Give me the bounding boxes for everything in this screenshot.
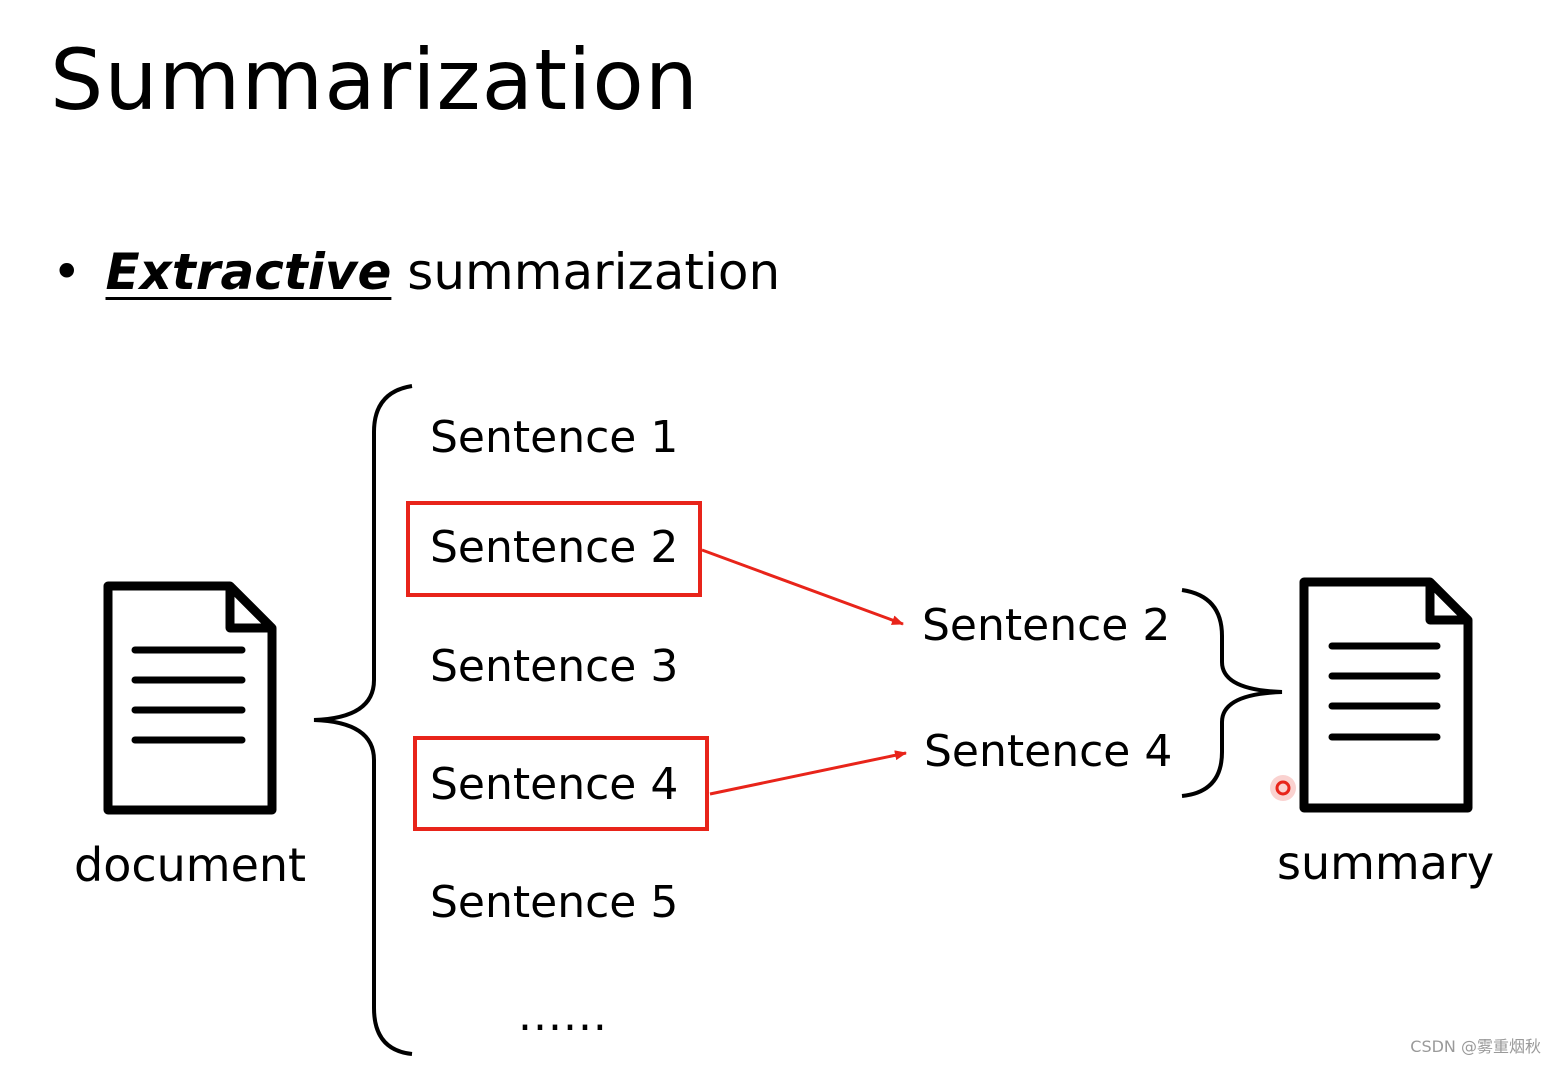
document-label: document (74, 838, 307, 892)
document-ellipsis: ...... (518, 990, 608, 1041)
document-sentence-2: Sentence 2 (430, 522, 679, 573)
document-icon (103, 581, 277, 815)
summary-label: summary (1277, 836, 1495, 890)
bullet-emphasis: Extractive (105, 243, 392, 301)
bullet-marker: • (52, 243, 82, 301)
arrow-sentence-4 (709, 750, 907, 796)
page-title: Summarization (50, 31, 700, 129)
summary-brace (1181, 588, 1283, 798)
bullet-text: summarization (407, 243, 781, 301)
arrow-sentence-2 (701, 548, 904, 626)
pointer-dot-icon (1270, 775, 1296, 801)
document-brace (313, 384, 413, 1056)
summary-sentence-2: Sentence 2 (922, 600, 1171, 651)
document-sentence-4: Sentence 4 (430, 759, 679, 810)
summary-sentence-4: Sentence 4 (924, 726, 1173, 777)
document-sentence-3: Sentence 3 (430, 641, 679, 692)
highlight-box-sentence-2 (406, 501, 702, 597)
watermark: CSDN @雾重烟秋 (1410, 1037, 1541, 1056)
document-sentence-1: Sentence 1 (430, 412, 679, 463)
bullet-item: • Extractive summarization (52, 240, 780, 304)
document-sentence-5: Sentence 5 (430, 877, 679, 928)
summary-document-icon (1299, 577, 1473, 813)
highlight-box-sentence-4 (413, 736, 709, 831)
